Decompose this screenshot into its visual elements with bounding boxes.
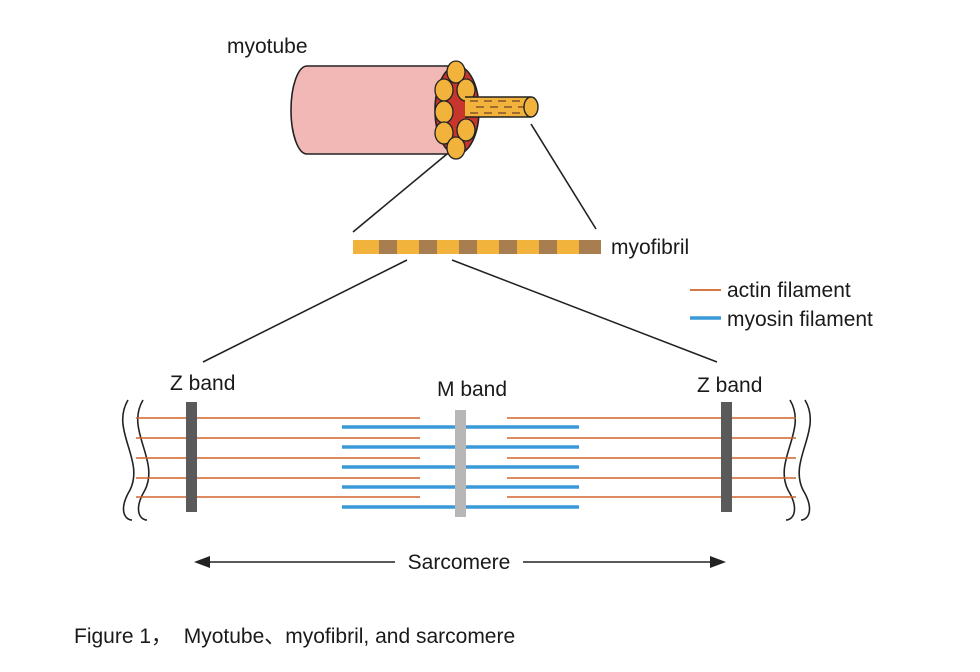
myofibril-segment [499, 240, 517, 254]
z-band-right-label: Z band [697, 374, 762, 397]
zoom-line-sarcomere-right [451, 259, 718, 363]
z-band-right [721, 402, 732, 512]
zoom-line-sarcomere-left [202, 259, 408, 363]
figure-caption: Figure 1， Myotube、myofibril, and sarcome… [74, 625, 516, 648]
legend-myosin-label: myosin filament [727, 308, 873, 331]
protruding-myofibril-end [523, 96, 539, 118]
sarcomere-label: Sarcomere [408, 551, 511, 574]
myofibril-segment [419, 240, 437, 254]
myofibril-striations [470, 100, 526, 114]
sarcomere-arrow: Sarcomere [194, 551, 726, 574]
break-mark-left [137, 399, 150, 521]
break-mark-right [783, 399, 796, 521]
myofibril-strip [353, 240, 601, 254]
fibril-end [446, 136, 466, 160]
myofibril-label: myofibril [611, 236, 689, 259]
myofibril-segment [353, 240, 379, 254]
break-mark-right [798, 399, 811, 521]
sarcomere [122, 399, 811, 521]
myofibril-segment [539, 240, 557, 254]
arrowhead-left [194, 556, 210, 568]
z-band-left [186, 402, 197, 512]
legend: actin filament myosin filament [690, 279, 873, 331]
z-band-left-label: Z band [170, 372, 235, 395]
myofibril-segment [477, 240, 499, 254]
zoom-line-right [530, 123, 597, 230]
m-band [455, 410, 466, 517]
myofibril-segment [437, 240, 459, 254]
myofibril-segment [397, 240, 419, 254]
fibril-end [456, 118, 476, 142]
myofibril-segment [579, 240, 601, 254]
myofibril-segment [517, 240, 539, 254]
fibril-end [446, 60, 466, 84]
arrowhead-right [710, 556, 726, 568]
myotube-back-cap [290, 65, 308, 155]
myotube [290, 60, 480, 160]
myofibril-segment [379, 240, 397, 254]
actin-filaments-right [507, 417, 796, 498]
legend-actin-label: actin filament [727, 279, 851, 302]
fibril-end [434, 121, 454, 145]
protruding-myofibril [465, 96, 539, 118]
myotube-label: myotube [227, 35, 308, 58]
myofibril-segment [459, 240, 477, 254]
break-mark-left [122, 399, 135, 521]
zoom-line-left [352, 153, 448, 233]
myofibril-segment [557, 240, 579, 254]
myotube-body [307, 66, 457, 154]
fibril-end [434, 100, 454, 124]
fibril-end [434, 78, 454, 102]
m-band-label: M band [437, 378, 507, 401]
actin-filaments-left [136, 417, 420, 498]
